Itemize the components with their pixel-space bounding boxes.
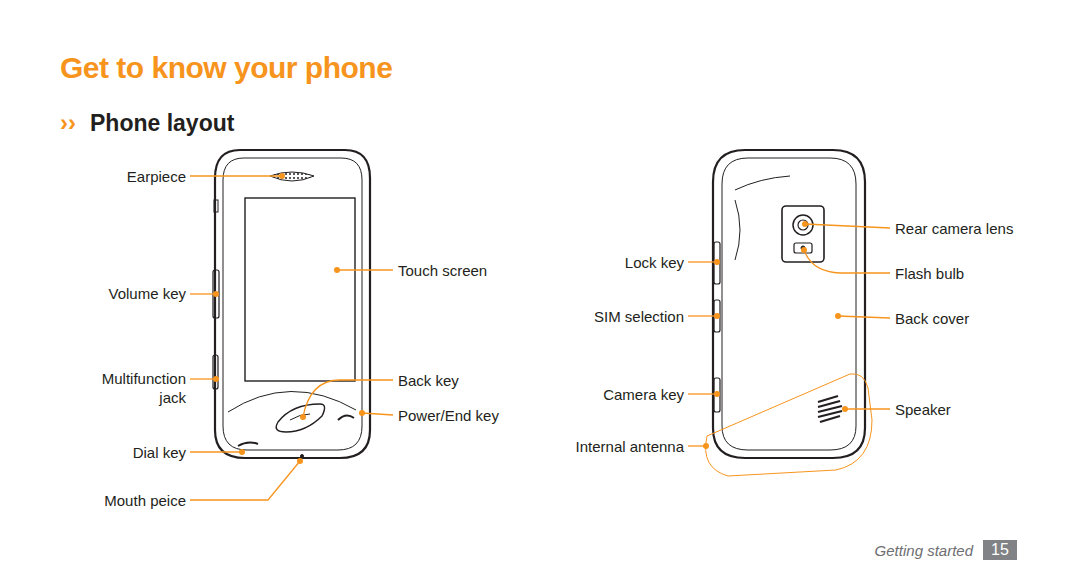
part-label: Camera key	[603, 385, 684, 404]
part-label: Flash bulb	[895, 264, 964, 283]
part-label: Back key	[398, 371, 459, 390]
part-label: Back cover	[895, 309, 969, 328]
section-marker: ››	[60, 109, 76, 137]
part-label: SIM selection	[594, 307, 684, 326]
footer-section: Getting started	[875, 541, 973, 560]
front-phone	[213, 150, 370, 458]
leader-dots	[213, 173, 848, 464]
part-label: Multifunction jack	[84, 369, 186, 407]
part-label: Volume key	[108, 284, 186, 303]
part-label: Dial key	[133, 443, 186, 462]
back-phone	[713, 150, 865, 458]
part-label: Rear camera lens	[895, 219, 1013, 238]
part-label: Speaker	[895, 400, 951, 419]
part-label: Mouth peice	[104, 491, 186, 510]
part-label: Earpiece	[127, 167, 186, 186]
part-label: Touch screen	[398, 261, 487, 280]
part-label: Power/End key	[398, 406, 499, 425]
section-heading: Phone layout	[90, 109, 234, 137]
page-number: 15	[983, 540, 1017, 560]
page-title: Get to know your phone	[60, 50, 392, 86]
leader-lines	[190, 176, 890, 500]
part-label: Internal antenna	[576, 437, 684, 456]
antenna-region	[706, 374, 872, 476]
part-label: Lock key	[625, 253, 684, 272]
